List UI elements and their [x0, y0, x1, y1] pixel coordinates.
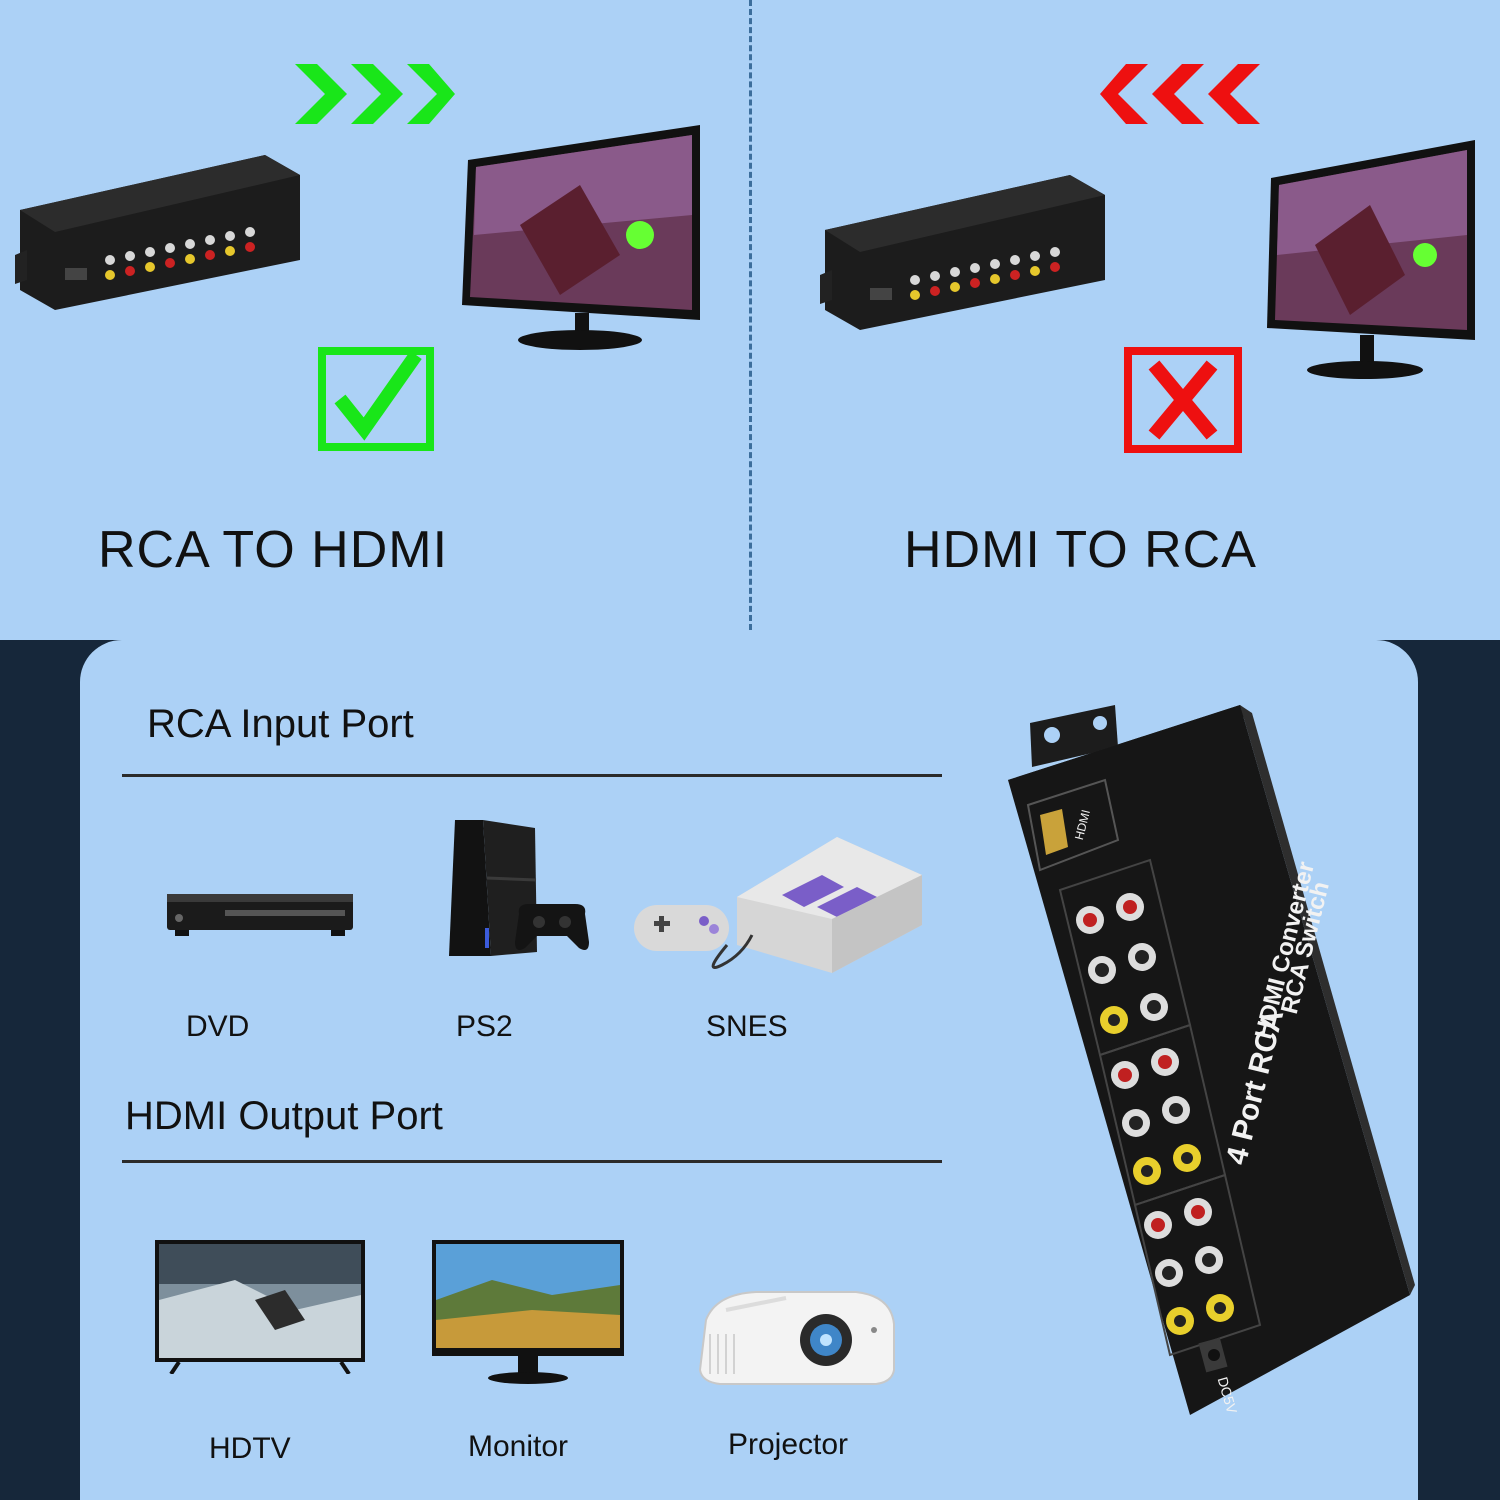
dvd-label: DVD [186, 1010, 250, 1043]
snes-label: SNES [706, 1010, 788, 1043]
projector-icon [696, 1290, 898, 1388]
check-status-icon [318, 347, 434, 451]
monitor-image-right [1265, 140, 1480, 380]
converter-device-image [1000, 685, 1415, 1425]
converter-box-image-left [15, 150, 305, 320]
monitor-image-left [460, 125, 705, 355]
rca-input-port-heading: RCA Input Port [147, 702, 414, 746]
hdtv-icon [155, 1240, 365, 1374]
arrows-left-icon [1100, 62, 1260, 126]
snes-console-icon [632, 835, 924, 975]
hdmi-to-rca-title: HDMI TO RCA [904, 521, 1257, 579]
output-heading-rule [122, 1160, 942, 1163]
projector-label: Projector [728, 1428, 849, 1461]
converter-box-image-right [820, 170, 1110, 340]
monitor-icon [432, 1240, 624, 1385]
dvd-player-icon [165, 888, 355, 940]
monitor-label: Monitor [468, 1430, 569, 1463]
hdmi-output-port-heading: HDMI Output Port [125, 1094, 443, 1138]
game-console-icon [443, 818, 593, 960]
input-heading-rule [122, 774, 942, 777]
arrows-right-icon [295, 62, 455, 126]
hdtv-label: HDTV [209, 1432, 291, 1465]
ps2-label: PS2 [456, 1010, 513, 1043]
cross-status-icon [1124, 347, 1242, 453]
rca-to-hdmi-title: RCA TO HDMI [98, 521, 449, 579]
center-divider [749, 0, 752, 630]
